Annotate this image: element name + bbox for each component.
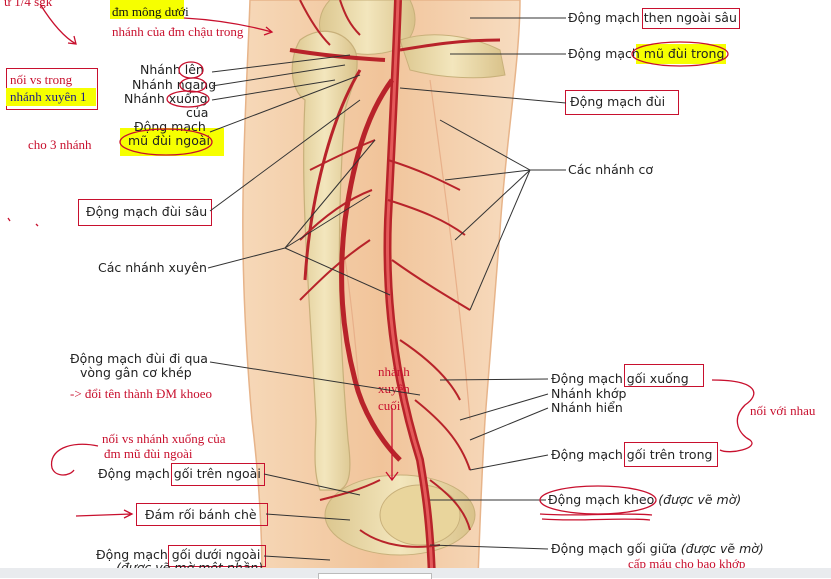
label-qua-vong-gan-1: Động mạch đùi đi qua bbox=[70, 351, 208, 366]
label-goi-giua-note: (được vẽ mờ) bbox=[680, 541, 764, 556]
label-dm-kheo: Động mạch kheo (được vẽ mờ) bbox=[548, 493, 741, 507]
medial-circumflex bbox=[399, 38, 501, 52]
bottom-tab[interactable] bbox=[318, 573, 432, 579]
label-nhanh-khop: Nhánh khớp bbox=[551, 386, 627, 401]
note-noi-voi-nhau: nối với nhau bbox=[750, 403, 816, 418]
label-goi-tren-trong: Động mạch gối trên trong bbox=[551, 447, 713, 462]
note-doi-ten: -> đổi tên thành ĐM khoeo bbox=[70, 386, 213, 401]
label-goi-tren-ngoai: Động mạch gối trên ngoài bbox=[98, 466, 261, 481]
label-goi-giua: Động mạch gối giữa (được vẽ mờ) bbox=[551, 542, 764, 556]
note-top-left: ư 1/4 sgk bbox=[4, 0, 53, 9]
note-noi-vs-trong-2: nhánh xuyên 1 bbox=[10, 89, 87, 104]
label-goi-xuong: Động mạch gối xuống bbox=[551, 371, 689, 386]
note-cap-mau: cấp máu cho bao khớp bbox=[628, 556, 746, 571]
label-dm-kheo-text: Động mạch kheo bbox=[548, 492, 655, 507]
label-goi-giua-text: Động mạch gối giữa bbox=[551, 541, 677, 556]
box-than-ngoai-sau bbox=[642, 8, 740, 29]
note-noi-vs-nhanh-xuong-2: đm mũ đùi ngoài bbox=[104, 446, 193, 461]
label-nhanh-xuong: Nhánh xuống bbox=[124, 91, 208, 106]
box-goi-tren-trong bbox=[624, 442, 718, 467]
label-mu-dui-ngoai-2: mũ đùi ngoài bbox=[128, 133, 211, 148]
label-cac-nhanh-xuyen: Các nhánh xuyên bbox=[98, 260, 207, 275]
label-dm-dui: Động mạch đùi bbox=[570, 94, 666, 109]
note-dm-mong-duoi: đm mông dưới bbox=[112, 4, 189, 19]
label-goi-duoi-ngoai: Động mạch gối dưới ngoài bbox=[96, 547, 261, 562]
label-nhanh-len: Nhánh lên bbox=[140, 62, 204, 77]
label-dam-roi: Đám rối bánh chè bbox=[145, 507, 257, 522]
note-cho-3-nhanh: cho 3 nhánh bbox=[28, 137, 92, 152]
hl-nhanh-xuyen-1 bbox=[6, 88, 96, 106]
note-nhanh-xuyen-cuoi-3: cuối bbox=[378, 398, 401, 413]
label-mu-dui-trong: Động mạch mũ đùi trong bbox=[568, 46, 725, 61]
label-mu-dui-ngoai-1: Động mạch bbox=[134, 119, 206, 134]
box-dm-dui-sau bbox=[78, 199, 212, 226]
femoral-artery-highlight bbox=[385, 0, 434, 578]
box-goi-xuong bbox=[624, 364, 704, 387]
label-nhanh-hien: Nhánh hiển bbox=[551, 400, 623, 415]
note-noi-vs-nhanh-xuong-1: nối vs nhánh xuống của bbox=[102, 431, 226, 446]
note-nhanh-xuyen-cuoi-2: xuyên bbox=[378, 381, 410, 396]
label-cac-nhanh-co: Các nhánh cơ bbox=[568, 162, 654, 177]
muscle-contour-2 bbox=[429, 79, 471, 421]
label-qua-vong-gan-2: vòng gân cơ khép bbox=[80, 365, 192, 380]
label-cua: của bbox=[186, 105, 209, 120]
label-dm-kheo-note: (được vẽ mờ) bbox=[658, 492, 742, 507]
hl-dm-mong bbox=[110, 0, 184, 19]
label-goi-duoi-ngoai-note: (được vẽ mờ một phần) bbox=[116, 561, 263, 568]
label-than-ngoai-sau: Động mạch thẹn ngoài sâu bbox=[568, 10, 737, 25]
label-nhanh-ngang: Nhánh ngang bbox=[132, 77, 217, 92]
label-dm-dui-sau: Động mạch đùi sâu bbox=[86, 204, 208, 219]
note-nhanh-xuyen-cuoi-1: nhánh bbox=[378, 364, 410, 379]
note-nhanh-cua-chau-trong: nhánh của đm chậu trong bbox=[112, 24, 244, 39]
note-noi-vs-trong-1: nối vs trong bbox=[10, 72, 73, 87]
